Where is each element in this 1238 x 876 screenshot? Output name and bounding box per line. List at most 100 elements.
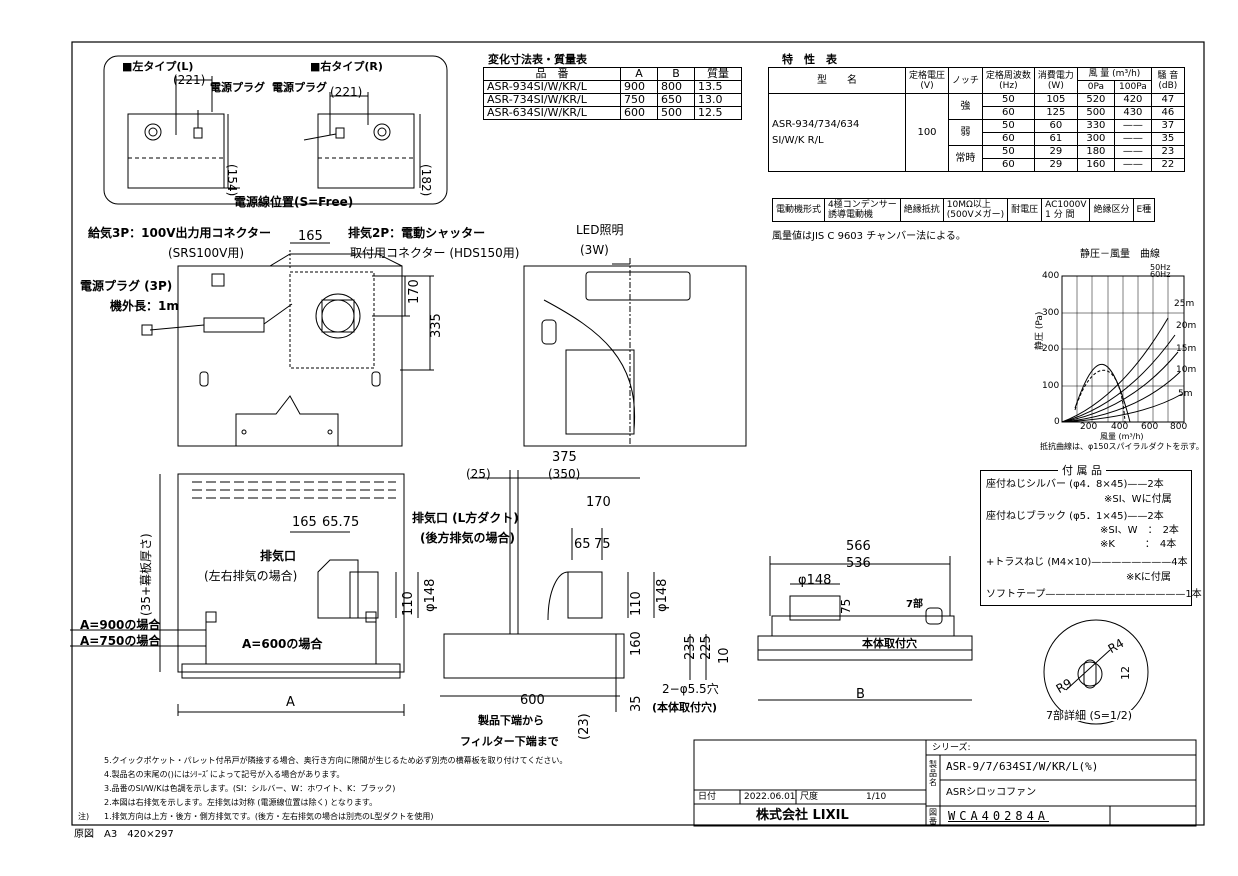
cell: 430: [1113, 106, 1152, 120]
drawing-label: 図番: [929, 808, 937, 826]
cell: 60: [981, 106, 1035, 120]
dim-566: 566: [846, 539, 871, 554]
cell: ASR-934SI/W/KR/L: [483, 80, 621, 94]
cell: 60: [1033, 119, 1078, 133]
dim-165-lower: 165: [292, 515, 317, 530]
notch-strong: 強: [948, 93, 983, 120]
motor-table: 電動機形式 4極コンデンサー 誘導電動機 絶縁抵抗 10MΩ以上 (500Vメガ…: [771, 198, 1156, 222]
cell: 37: [1150, 119, 1185, 133]
detail-caption: 7部詳細 (S=1/2): [1046, 709, 1132, 722]
char-header-notch: ノッチ: [948, 67, 983, 94]
note-3: 3.品番のSI/W/Kは色調を示します。(SI：シルバー、W：ホワイト、K：ブラ…: [104, 784, 396, 793]
pq-xlabel: 風量 (m³/h): [1100, 432, 1144, 441]
dim-b: B: [856, 687, 865, 702]
exhaust-port-sub: (左右排気の場合): [204, 569, 298, 583]
drawing-number: WCA40284A: [948, 809, 1050, 823]
char-header-noise: 騒 音 (dB): [1150, 67, 1185, 94]
dim-235: 235: [683, 635, 698, 660]
cell: 50: [981, 93, 1035, 107]
cell: 46: [1150, 106, 1185, 120]
pq-chart-title: 静圧－風量 曲線: [1080, 249, 1160, 260]
notes-prefix: 注): [78, 812, 90, 821]
insulation-res-value: 10MΩ以上 (500Vメガー): [942, 198, 1009, 222]
side-exhaust-sub: (後方排気の場合): [420, 531, 515, 545]
detail-callout: 7部: [906, 599, 923, 610]
pq-xtick: 600: [1141, 422, 1159, 432]
accessory-item: ※SI、W ： 2本: [1100, 525, 1179, 536]
model-line2: SI/W/K R/L: [772, 134, 824, 146]
date-label: 日付: [698, 792, 717, 802]
side-exhaust-label: 排気口 (L方ダクト): [412, 511, 519, 525]
cell: 500: [657, 106, 695, 120]
filter-note1: 製品下端から: [478, 714, 544, 727]
exhaust-port-label: 排気口: [260, 549, 297, 563]
cell: 330: [1076, 119, 1115, 133]
cell: 520: [1076, 93, 1115, 107]
accessory-item: ソフトテープ——————————————1本: [986, 589, 1202, 600]
dim-148-side: φ148: [655, 578, 670, 612]
cell: 13.0: [694, 93, 742, 107]
pq-ytick: 300: [1042, 308, 1060, 318]
cell: ——: [1113, 119, 1152, 133]
company-name: 株式会社 LIXIL: [756, 808, 849, 823]
left-type-label: ■左タイプ(L): [122, 60, 194, 73]
note-5: 5.クイックポケット・パレット付吊戸が隣接する場合、奥行き方向に隙間が生じるため…: [104, 756, 568, 765]
dim-170-side: 170: [586, 495, 611, 510]
char-header-freq: 定格周波数 (Hz): [981, 67, 1035, 94]
cell: 160: [1076, 158, 1115, 172]
insulation-class-value: E種: [1132, 198, 1156, 222]
cell: 47: [1150, 93, 1185, 107]
dim-375: 375: [552, 450, 577, 465]
inset-right-unit: [303, 92, 421, 189]
sheet-border: [71, 41, 1205, 826]
cell: 105: [1033, 93, 1078, 107]
cable-position-label: 電源線位置(S=Free): [234, 195, 354, 209]
cell: 500: [1076, 106, 1115, 120]
dim-header-b: B: [657, 67, 695, 81]
table-row: 常時 50 29 180 —— 23: [769, 145, 1185, 172]
power-plug-label: 電源プラグ (3P): [80, 279, 173, 293]
a600-label: A=600の場合: [242, 637, 323, 651]
dim-header-model: 品 番: [483, 67, 621, 81]
pq-ytick: 400: [1042, 271, 1060, 281]
cell: 800: [657, 80, 695, 94]
dim-header-mass: 質量: [694, 67, 742, 81]
exhaust-connector-sub: 取付用コネクター (HDS150用): [350, 246, 520, 260]
pq-xtick: 200: [1080, 422, 1098, 432]
exhaust-connector-label: 排気2P：電動シャッター: [348, 226, 486, 240]
inset-left-unit: [127, 76, 240, 189]
dim-335: 335: [429, 313, 444, 338]
pq-xtick: 400: [1111, 422, 1129, 432]
product-model: ASR-9/7/634SI/W/KR/L(%): [946, 760, 1099, 773]
cell: 29: [1033, 158, 1078, 172]
scale-label: 尺度: [800, 792, 819, 802]
dim-header-a: A: [620, 67, 658, 81]
pq-legend-50: 50Hz: [1150, 263, 1171, 272]
pq-duct-label: 25m: [1174, 299, 1195, 309]
pq-duct-label: 15m: [1176, 344, 1197, 354]
accessories-title: 付 属 品: [1058, 465, 1106, 476]
dim-75-side: 75: [594, 537, 611, 552]
plug-right-label: 電源プラグ: [272, 81, 327, 94]
dim-35-curtain: (35+幕板厚さ): [139, 533, 153, 616]
dim-35-side: 35: [629, 695, 644, 712]
dim-182: (182): [419, 164, 433, 197]
cell: 29: [1033, 145, 1078, 159]
dim-154: (154): [225, 164, 239, 197]
char-header-0pa: 0Pa: [1076, 80, 1115, 94]
table-row: 60 29 160 —— 22: [769, 158, 1185, 172]
char-header-power: 消費電力 (W): [1033, 67, 1078, 94]
cell: 750: [620, 93, 658, 107]
top-view: [757, 556, 973, 701]
cell: ASR-634SI/W/KR/L: [483, 106, 621, 120]
note-2: 2.本図は右排気を示します。左排気は対称 (電源線位置は除く) となります。: [104, 798, 378, 807]
notch-weak: 弱: [948, 119, 983, 146]
holes-sub: (本体取付穴): [652, 701, 718, 714]
dim-a: A: [286, 695, 295, 710]
pq-chart-frame: [1061, 275, 1185, 423]
dim-148-front: φ148: [423, 578, 438, 612]
char-header-airflow: 風 量 (m³/h): [1076, 67, 1152, 81]
